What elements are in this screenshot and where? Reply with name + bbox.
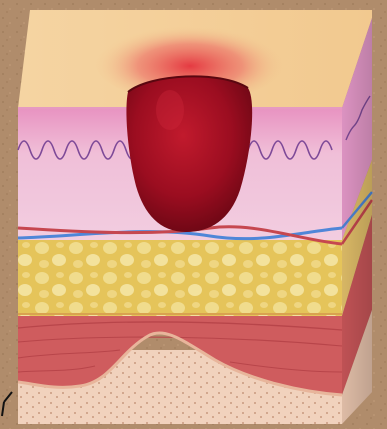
fat-layer xyxy=(18,238,342,316)
